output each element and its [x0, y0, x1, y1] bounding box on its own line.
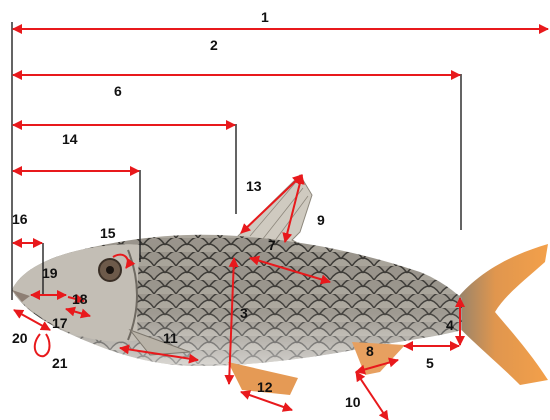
label-4: 4 [446, 317, 454, 333]
label-20: 20 [12, 330, 28, 346]
label-11: 11 [163, 330, 178, 346]
label-17: 17 [52, 315, 68, 331]
label-10: 10 [345, 394, 361, 410]
label-9: 9 [317, 212, 325, 228]
label-7: 7 [268, 237, 276, 253]
measure-10 [356, 372, 388, 420]
label-14: 14 [62, 131, 78, 147]
label-2: 2 [210, 37, 218, 53]
label-15: 15 [100, 225, 116, 241]
label-18: 18 [72, 291, 88, 307]
label-5: 5 [426, 355, 434, 371]
label-12: 12 [257, 379, 273, 395]
label-13: 13 [246, 178, 262, 194]
label-8: 8 [366, 343, 374, 359]
label-6: 6 [114, 83, 122, 99]
measure-21 [35, 334, 50, 356]
label-3: 3 [240, 305, 248, 321]
label-1: 1 [261, 9, 269, 25]
label-16: 16 [12, 211, 28, 227]
label-21: 21 [52, 355, 68, 371]
label-19: 19 [42, 265, 58, 281]
fish [12, 175, 548, 395]
caudal-fin [452, 244, 548, 385]
